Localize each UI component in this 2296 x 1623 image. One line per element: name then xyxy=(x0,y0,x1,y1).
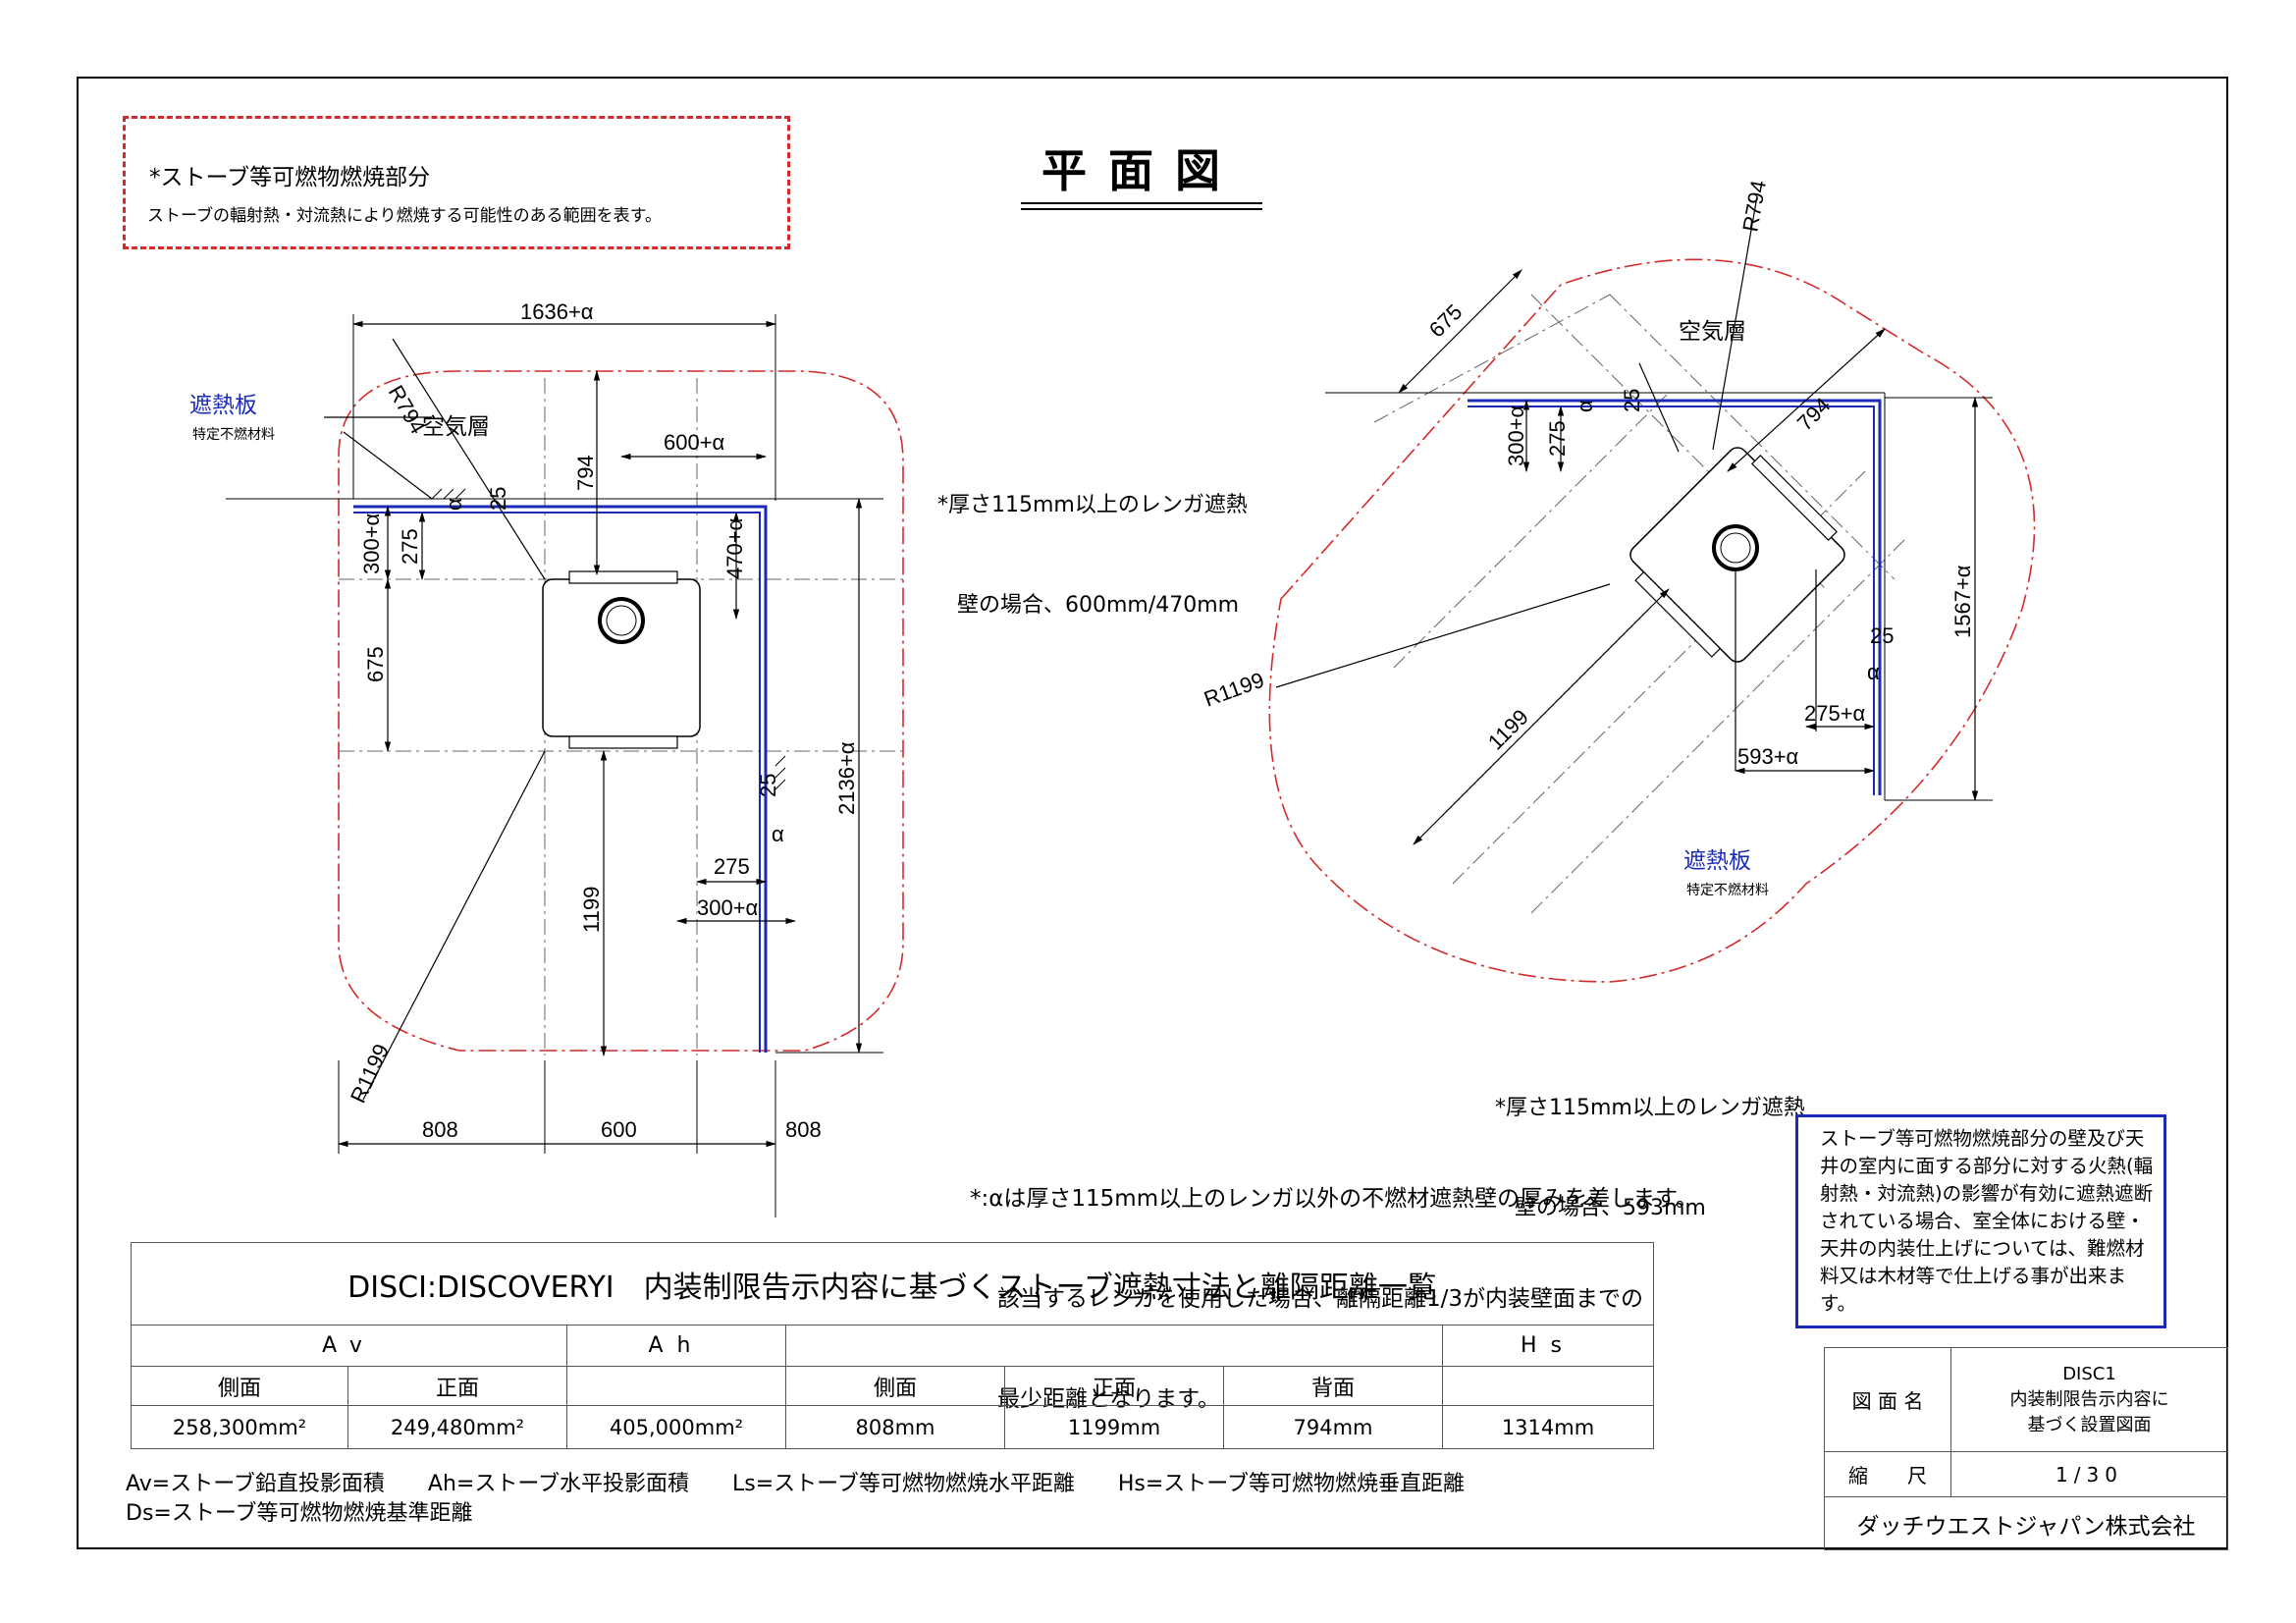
interior-finish-note: ストーブ等可燃物燃焼部分の壁及び天井の室内に面する部分に対する火熱(輻射熱・対流… xyxy=(1795,1114,2166,1328)
brick-note-left-line1: *厚さ115mm以上のレンガ遮熱 xyxy=(937,493,1248,517)
sub-header-front: 正面 xyxy=(347,1366,567,1406)
left-heat-shield xyxy=(353,505,768,1053)
left-flue-pipe xyxy=(598,597,645,644)
right-centerlines xyxy=(1373,294,1905,914)
drawing-frame xyxy=(77,77,2228,1549)
title-block: 図 面 名 DISC1 内装制限告示内容に 基づく設置図面 縮 尺 1/30 ダ… xyxy=(1824,1347,2228,1550)
header-hs: Hs xyxy=(1442,1325,1654,1367)
brick-note-right: *厚さ115mm以上のレンガ遮熱 壁の場合、593mm xyxy=(1495,1025,1805,1259)
dim-25-side: 25 xyxy=(756,774,780,797)
left-combustion-range xyxy=(338,370,904,1052)
left-air-layer: 空気層 xyxy=(422,413,490,439)
left-heat-shield-label: 遮熱板 xyxy=(189,392,257,417)
value-hs: 1314mm xyxy=(1442,1405,1654,1449)
drawing-name-line3: 基づく設置図面 xyxy=(2027,1414,2152,1435)
brick-note-right-line2: 壁の場合、593mm xyxy=(1515,1196,1706,1220)
drawing-name-line2: 内装制限告示内容に xyxy=(2009,1388,2169,1410)
value-av-front: 249,480mm² xyxy=(347,1405,567,1449)
right-dim-25: 25 xyxy=(1620,389,1644,412)
combustion-range-legend: *ストーブ等可燃物燃焼部分 ストーブの輻射熱・対流熱により燃焼する可能性のある範… xyxy=(123,116,790,249)
drawing-name-cell: DISC1 内装制限告示内容に 基づく設置図面 xyxy=(1950,1347,2228,1452)
sub-header-ah-blank xyxy=(566,1366,786,1406)
dim-alpha-top: α xyxy=(442,498,466,511)
dim-275-left: 275 xyxy=(398,528,422,565)
table-title: DISCⅠ:DISCOVERYⅠ 内装制限告示内容に基づくストーブ遮熱寸法と離隔… xyxy=(131,1242,1654,1325)
right-dim-300a: 300+α xyxy=(1504,405,1528,466)
sub-header-ls-side: 側面 xyxy=(785,1366,1005,1406)
dim-top-width: 1636+α xyxy=(520,299,594,324)
sub-header-ls-front: 正面 xyxy=(1004,1366,1224,1406)
page-title: 平面図 xyxy=(1041,144,1242,197)
dim-275-right: 275 xyxy=(714,854,750,879)
clearance-table: DISCⅠ:DISCOVERYⅠ 内装制限告示内容に基づくストーブ遮熱寸法と離隔… xyxy=(131,1242,1654,1449)
scale-value: 1/30 xyxy=(1950,1451,2228,1497)
brick-note-left-line2: 壁の場合、600mm/470mm xyxy=(957,593,1240,618)
dim-808-left: 808 xyxy=(422,1117,458,1142)
header-ah: Ah xyxy=(566,1325,786,1367)
legend-text: ストーブの輻射熱・対流熱により燃焼する可能性のある範囲を表す。 xyxy=(147,206,662,226)
right-dim-593a: 593+α xyxy=(1737,744,1799,769)
right-air-layer: 空気層 xyxy=(1679,318,1746,344)
dim-2136a: 2136+α xyxy=(834,741,859,815)
header-blank xyxy=(785,1325,1443,1367)
right-combustion-range xyxy=(1268,258,2036,983)
sub-header-ls-back: 背面 xyxy=(1223,1366,1443,1406)
right-dim-275: 275 xyxy=(1545,420,1570,457)
dim-470a: 470+α xyxy=(722,517,747,579)
dim-r-bottom: R1199 xyxy=(346,1040,394,1107)
legend-line1: Av=ストーブ鉛直投影面積 Ah=ストーブ水平投影面積 Ls=ストーブ等可燃物燃… xyxy=(126,1472,1465,1496)
dim-794: 794 xyxy=(573,455,598,491)
scale-label: 縮 尺 xyxy=(1824,1451,1951,1497)
brick-note-left: *厚さ115mm以上のレンガ遮熱 壁の場合、600mm/470mm xyxy=(937,422,1248,656)
right-dim-794: 794 xyxy=(1792,393,1836,436)
brick-note-right-line1: *厚さ115mm以上のレンガ遮熱 xyxy=(1495,1096,1805,1120)
right-dim-alpha-r: α xyxy=(1867,660,1880,684)
dim-808-right: 808 xyxy=(785,1117,822,1142)
title-underline xyxy=(1021,202,1262,210)
value-ls-side: 808mm xyxy=(785,1405,1005,1449)
right-plan: R794 675 空気層 300+α 275 α 25 794 1567+α R… xyxy=(1201,179,2036,983)
legend-line2: Ds=ストーブ等可燃物燃焼基準距離 xyxy=(126,1501,473,1526)
right-dim-r1199: R1199 xyxy=(1201,668,1267,712)
dim-675: 675 xyxy=(363,646,388,682)
right-heat-shield-label: 遮熱板 xyxy=(1683,847,1751,873)
sub-header-side: 側面 xyxy=(131,1366,348,1406)
right-dim-1567a: 1567+α xyxy=(1950,565,1975,638)
right-heat-shield-sub: 特定不燃材料 xyxy=(1686,882,1769,897)
right-dim-25-r: 25 xyxy=(1870,623,1894,648)
dim-1199: 1199 xyxy=(579,887,604,933)
dim-25-top: 25 xyxy=(486,487,510,511)
value-ls-back: 794mm xyxy=(1223,1405,1443,1449)
sub-header-hs-blank xyxy=(1442,1366,1654,1406)
drawing-name-line1: DISC1 xyxy=(2062,1363,2116,1384)
dim-600-bottom: 600 xyxy=(601,1117,637,1142)
right-dim-1199: 1199 xyxy=(1483,704,1533,754)
right-dim-275a: 275+α xyxy=(1804,701,1866,726)
dim-300-plus: 300+α xyxy=(697,895,759,920)
left-plan: 1636+α R794 空気層 794 600+α 470+α 300+α 27… xyxy=(189,299,904,1217)
value-av-side: 258,300mm² xyxy=(131,1405,348,1449)
left-stove-body xyxy=(542,578,701,737)
dim-600a: 600+α xyxy=(664,430,725,455)
right-dim-r-top: R794 xyxy=(1737,179,1771,234)
left-centerlines xyxy=(339,378,903,1055)
dim-300a: 300+α xyxy=(359,513,384,574)
legend-title: *ストーブ等可燃物燃焼部分 xyxy=(149,165,431,190)
right-dim-675: 675 xyxy=(1424,299,1468,343)
company-name: ダッチウエストジャパン株式会社 xyxy=(1824,1496,2228,1550)
value-ah: 405,000mm² xyxy=(566,1405,786,1449)
dim-alpha-side: α xyxy=(772,822,784,846)
header-av: Av xyxy=(131,1325,567,1367)
drawing-name-label: 図 面 名 xyxy=(1824,1347,1951,1452)
value-ls-front: 1199mm xyxy=(1004,1405,1224,1449)
left-heat-shield-sub: 特定不燃材料 xyxy=(192,426,275,442)
right-dim-alpha: α xyxy=(1573,400,1597,412)
alpha-note-line1: *:αは厚さ115mm以上のレンガ以外の不燃材遮熱壁の厚みを差します。 xyxy=(970,1186,1698,1212)
